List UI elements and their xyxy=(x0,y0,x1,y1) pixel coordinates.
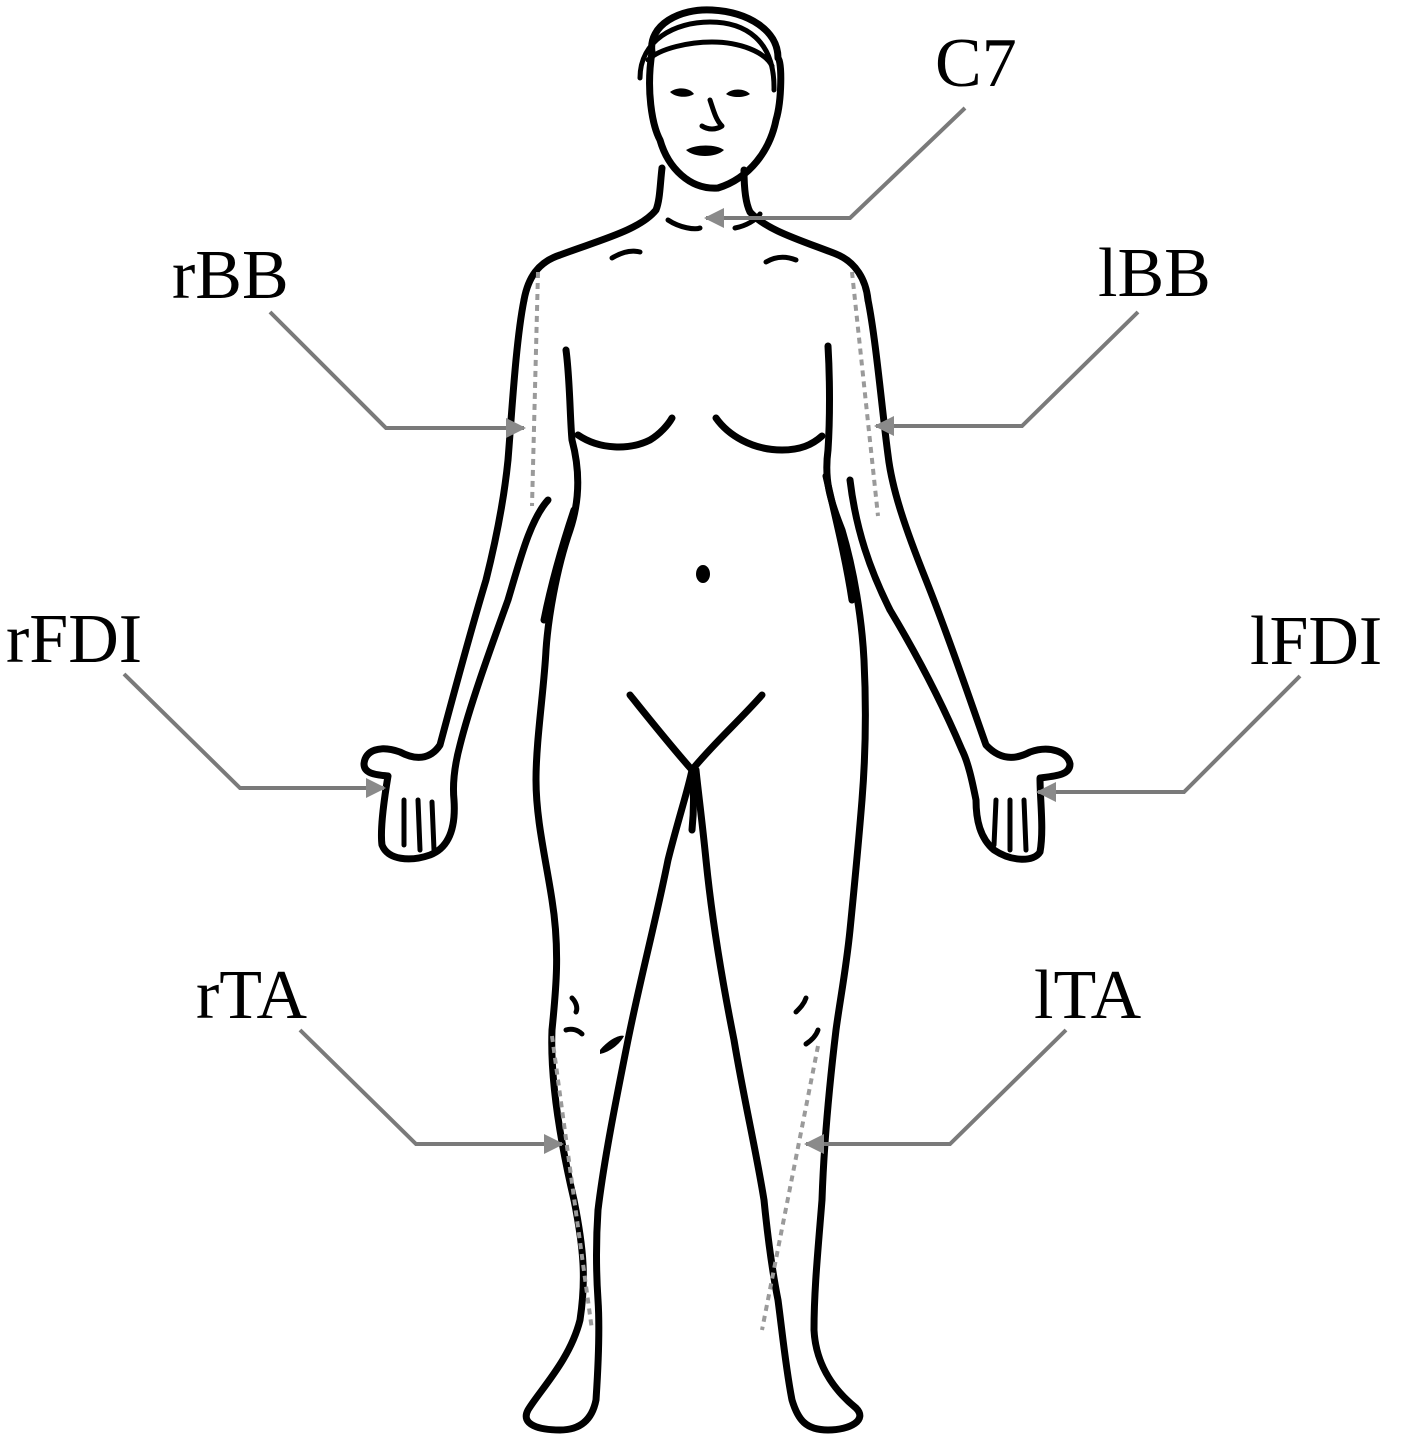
muscle-paths xyxy=(530,271,880,1331)
hair-band xyxy=(637,19,777,93)
lbb-leader xyxy=(874,310,1140,436)
breast-left xyxy=(712,414,826,454)
lta-leader xyxy=(804,1028,1068,1154)
label-rbb: rBB xyxy=(172,237,289,314)
leader-lines xyxy=(122,106,1302,1154)
head-outline xyxy=(646,6,785,192)
lta-muscle-path xyxy=(760,1045,820,1331)
navel xyxy=(696,565,710,583)
human-figure xyxy=(360,6,1074,1434)
lbb-muscle-path xyxy=(850,271,880,517)
right-eye xyxy=(726,89,750,97)
label-rta: rTA xyxy=(196,957,307,1034)
neck xyxy=(520,164,666,304)
left-eye xyxy=(670,88,694,97)
label-lbb: lBB xyxy=(1098,235,1211,312)
rta-leader xyxy=(298,1028,564,1154)
label-c7: C7 xyxy=(935,25,1017,102)
torso-left-side xyxy=(692,342,869,1434)
mouth xyxy=(686,145,724,156)
label-rfdi: rFDI xyxy=(6,601,142,678)
label-lfdi: lFDI xyxy=(1250,603,1382,680)
nose xyxy=(699,97,725,132)
lfdi-leader xyxy=(1036,674,1302,802)
rbb-muscle-path xyxy=(530,271,540,507)
c7-leader xyxy=(704,106,967,228)
rbb-leader xyxy=(268,310,526,438)
breast-right xyxy=(574,414,676,451)
torso-right-side xyxy=(522,346,696,1434)
rfdi-leader xyxy=(122,672,386,798)
right-arm xyxy=(360,296,552,863)
labels: C7 rBB lBB rFDI lFDI rTA lTA xyxy=(6,25,1382,1034)
groin xyxy=(626,691,766,774)
label-lta: lTA xyxy=(1034,957,1142,1034)
rta-muscle-path xyxy=(550,1035,594,1331)
left-arm xyxy=(846,296,1074,863)
